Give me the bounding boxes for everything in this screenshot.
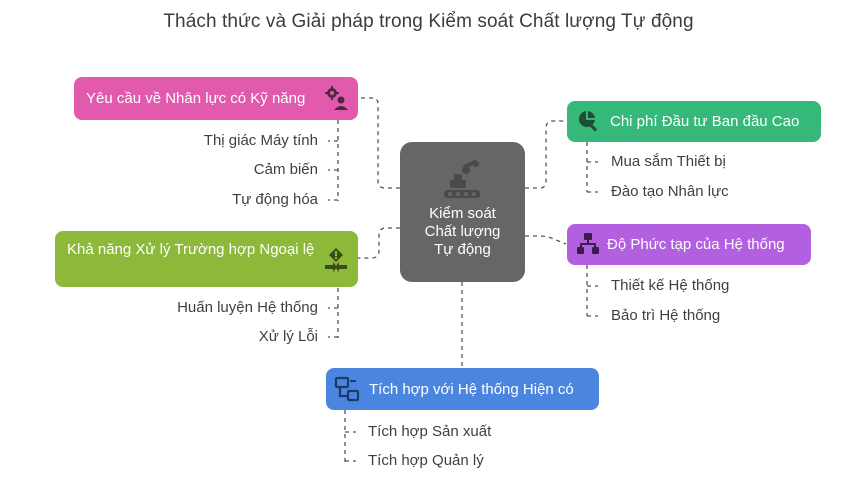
cost-item-1: Mua sắm Thiết bị: [611, 153, 726, 170]
hub-node: Kiểm soát Chất lượng Tự động: [400, 142, 525, 282]
hub-label: Kiểm soát Chất lượng Tự động: [424, 205, 501, 258]
node-complexity-label: Độ Phức tạp của Hệ thống: [607, 236, 785, 253]
exceptions-item-1: Huấn luyện Hệ thống: [177, 299, 318, 316]
node-skills: Yêu cầu về Nhân lực có Kỹ năng: [74, 77, 358, 120]
cost-item-2: Đào tạo Nhân lực: [611, 183, 729, 200]
complexity-item-2: Bảo trì Hệ thống: [611, 307, 721, 324]
exception-arrows-icon: [323, 247, 349, 277]
complexity-item-1: Thiết kế Hệ thống: [611, 277, 730, 294]
diagram-title: Thách thức và Giải pháp trong Kiểm soát …: [163, 11, 694, 32]
exceptions-item-2: Xử lý Lỗi: [258, 328, 318, 345]
network-devices-icon: [334, 376, 360, 406]
connector-cost: [525, 120, 567, 189]
connector-complexity: [525, 235, 567, 245]
chart-search-icon: [577, 109, 601, 137]
node-exceptions: Khả năng Xử lý Trường hợp Ngoại lệ: [55, 231, 358, 287]
node-exceptions-label: Khả năng Xử lý Trường hợp Ngoại lệ: [67, 241, 315, 258]
connector-exceptions: [358, 227, 400, 259]
node-cost-label: Chi phí Đầu tư Ban đầu Cao: [610, 113, 800, 130]
connector-skills: [358, 97, 400, 189]
skills-item-1: Thị giác Máy tính: [203, 132, 318, 149]
node-integration: Tích hợp với Hệ thống Hiện có: [326, 368, 599, 410]
node-complexity: Độ Phức tạp của Hệ thống: [567, 224, 811, 265]
robot-arm-icon: [440, 159, 484, 205]
skills-item-3: Tự động hóa: [232, 191, 318, 208]
integration-item-1: Tích hợp Sản xuất: [368, 423, 492, 440]
node-cost: Chi phí Đầu tư Ban đầu Cao: [567, 101, 821, 142]
gears-person-icon: [324, 85, 350, 115]
hierarchy-icon: [576, 232, 600, 260]
node-skills-label: Yêu cầu về Nhân lực có Kỹ năng: [86, 90, 306, 107]
skills-item-2: Cảm biến: [253, 161, 318, 178]
integration-item-2: Tích hợp Quản lý: [368, 452, 484, 469]
node-integration-label: Tích hợp với Hệ thống Hiện có: [369, 381, 574, 398]
